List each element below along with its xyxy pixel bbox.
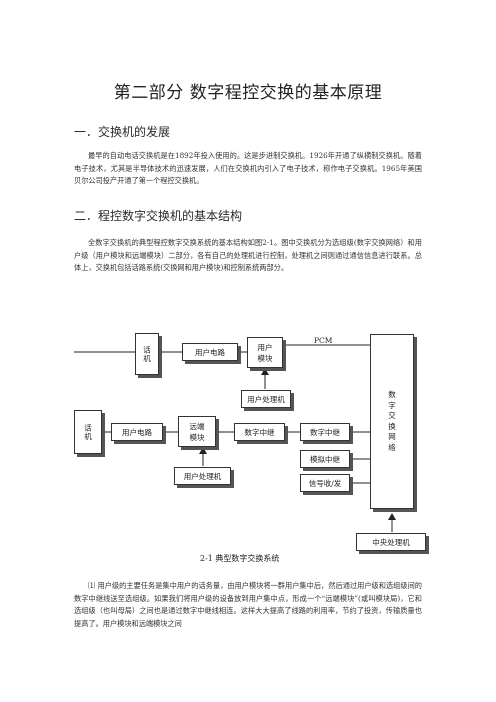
digital-switch-network: 数字交换网络 <box>370 334 414 509</box>
section-2-heading: 二．程控数字交换机的基本结构 <box>74 209 243 223</box>
digital-trunk-b: 数字中继 <box>300 423 350 441</box>
subscriber-processor-top: 用户处理机 <box>241 390 291 408</box>
signal-tx-rx: 信号收/发 <box>300 474 350 492</box>
section-1-heading: 一．交换机的发展 <box>74 125 171 139</box>
arrow-module <box>261 368 269 375</box>
subscriber-circuit-top: 用户电路 <box>182 343 238 361</box>
phone-top: 话机 <box>135 333 159 375</box>
figure-caption: 2-1 典型数字交换系统 <box>200 554 280 563</box>
bottom-paragraph: ⑴ 用户级的主要任务是集中用户的话务量，由用户模块将一群用户集中后，然后通过用户… <box>74 581 422 628</box>
pcm-label: PCM <box>314 336 333 345</box>
subscriber-processor-bottom: 用户处理机 <box>174 467 231 485</box>
subscriber-module: 用户模块 <box>247 337 283 368</box>
analog-trunk: 模拟中继 <box>300 450 350 468</box>
subscriber-circuit-left: 用户电路 <box>111 423 163 441</box>
remote-module: 远端模块 <box>178 416 216 447</box>
digital-trunk-a: 数字中继 <box>234 423 285 441</box>
arrow-remote <box>199 447 207 454</box>
section-1-paragraph: 最早的自动电话交换机是在1892年投入使用的。这是步进制交换机。1926年开通了… <box>74 151 422 186</box>
page-title: 第二部分 数字程控交换的基本原理 <box>113 83 383 103</box>
arrow-network <box>388 513 396 520</box>
section-2-paragraph: 全数字交换机的典型程控数字交换系统的基本结构如图2-1。图中交换机分为选组级(数… <box>74 238 422 273</box>
central-processor: 中央处理机 <box>356 533 426 551</box>
phone-left: 话机 <box>74 410 102 454</box>
